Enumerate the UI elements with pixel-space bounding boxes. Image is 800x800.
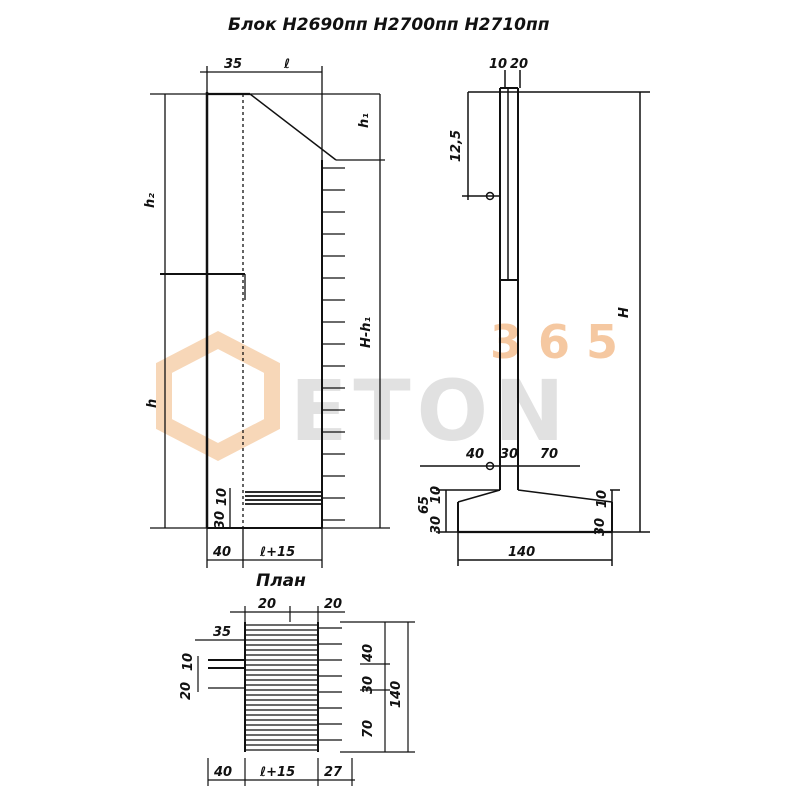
front-dim-35: 35 xyxy=(224,57,242,72)
side-dim-30-left: 30 xyxy=(429,516,444,534)
plan-title: План xyxy=(256,571,306,591)
front-dim-l15: ℓ+15 xyxy=(259,545,295,560)
plan-dim-40-right: 40 xyxy=(361,644,376,663)
drawing-title: Блок Н2690пп Н2700пп Н2710пп xyxy=(228,15,550,35)
watermark-number: 365 xyxy=(490,315,634,369)
side-dim-30: 30 xyxy=(500,447,518,462)
watermark: 365 ETON xyxy=(156,315,634,462)
side-dim-10-right: 10 xyxy=(595,490,610,508)
front-dim-h1: h₁ xyxy=(357,113,372,128)
side-dim-H: H xyxy=(617,307,632,318)
front-dim-h2: h₂ xyxy=(143,193,158,208)
front-ticks xyxy=(322,167,345,521)
side-dim-12-5: 12,5 xyxy=(449,130,464,162)
plan-dim-10-side: 10 xyxy=(181,653,196,671)
side-dim-30-right: 30 xyxy=(593,518,608,536)
side-dim-140: 140 xyxy=(508,545,535,560)
side-dim-10-top: 10 xyxy=(489,57,507,72)
plan-dim-27-bottom: 27 xyxy=(324,765,343,780)
side-dim-70: 70 xyxy=(540,447,558,462)
front-dim-H-minus-h1: H-h₁ xyxy=(359,316,374,348)
watermark-hex-logo xyxy=(156,330,280,462)
plan-dim-l15-bottom: ℓ+15 xyxy=(259,765,295,780)
front-seam-hatch xyxy=(245,491,322,505)
front-dim-l: ℓ xyxy=(283,57,290,72)
plan-dim-140-right: 140 xyxy=(389,681,404,708)
side-view xyxy=(420,70,650,566)
side-dim-40: 40 xyxy=(465,447,484,462)
side-dim-10-left: 10 xyxy=(429,486,444,504)
plan-dim-40-bottom: 40 xyxy=(213,765,232,780)
side-dim-20-top: 20 xyxy=(510,57,528,72)
front-view xyxy=(150,66,390,568)
plan-dim-70-right: 70 xyxy=(361,720,376,738)
plan-dim-35: 35 xyxy=(213,625,231,640)
front-dim-30: 30 xyxy=(213,511,228,529)
front-dim-40: 40 xyxy=(212,545,231,560)
side-dim-65: 65 xyxy=(417,496,432,514)
plan-dim-20-right: 20 xyxy=(324,597,342,612)
plan-view xyxy=(195,606,415,786)
plan-hatch xyxy=(245,624,318,751)
plan-dim-20-side: 20 xyxy=(179,682,194,700)
front-dim-h: h xyxy=(145,399,160,408)
watermark-brand: ETON xyxy=(290,362,570,460)
front-dim-10: 10 xyxy=(215,488,230,506)
plan-dim-20-left: 20 xyxy=(258,597,276,612)
plan-dim-30-right: 30 xyxy=(361,676,376,694)
